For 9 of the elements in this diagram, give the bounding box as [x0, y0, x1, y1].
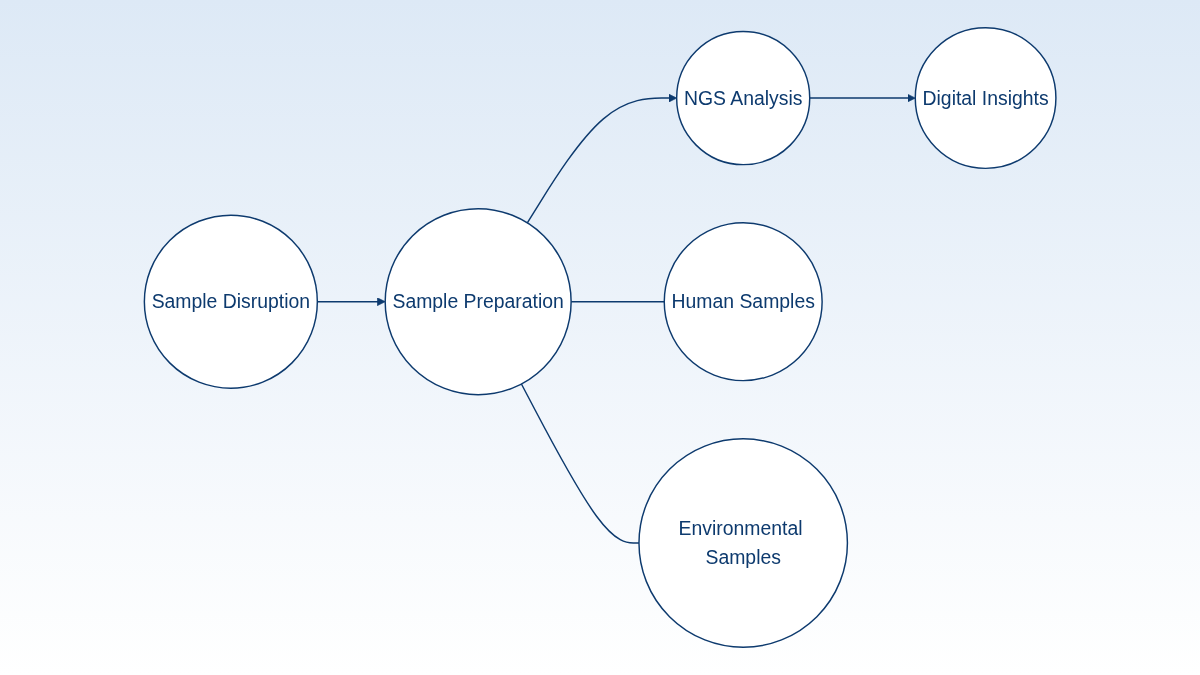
node-circle: Sample Disruption — [143, 214, 318, 389]
node-circle: NGS Analysis — [675, 30, 811, 166]
node-circle: Sample Preparation — [384, 208, 572, 396]
connector — [520, 383, 640, 544]
arrow — [526, 93, 677, 224]
node-circle: Environmental Samples — [638, 438, 848, 648]
node-circle: Human Samples — [663, 222, 823, 382]
connector — [570, 301, 665, 303]
node-circle: Digital Insights — [914, 27, 1057, 170]
